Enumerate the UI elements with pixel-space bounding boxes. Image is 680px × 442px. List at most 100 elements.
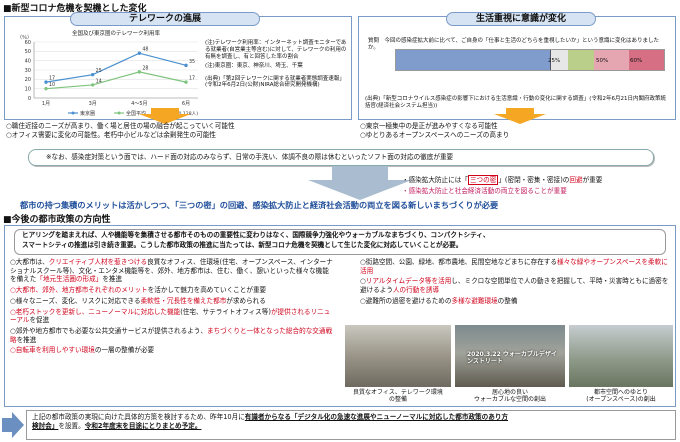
intro-text: ヒアリングを踏まえれば、人や機能等を集積させる都市そのものの重要性に変わりはなく…: [22, 231, 490, 250]
section1-title: ■新型コロナ危機を契機とした変化: [3, 4, 147, 14]
life-bar-seg-1: [396, 50, 552, 70]
policy-left-5: ○郊外や地方都市でも必要な公共交通サービスが提供されるよう、まちづくりと一体とな…: [10, 326, 333, 344]
chart-series-line: [45, 52, 187, 83]
life-bar-seg-3: [567, 50, 595, 70]
chart-title: 全国及び東京圏のテレワーク利用率: [72, 29, 161, 37]
chart-series-line: [45, 71, 187, 90]
intro-line-1: ヒアリングを踏まえれば、人や機能等を集積させる都市そのものの重要性に変わりはなく…: [22, 231, 490, 239]
telework-line-chart: 全国及び東京圏のテレワーク利用率 （％） 0 10 20 30 40 50 60 1月 3月 4〜5月…: [17, 29, 198, 117]
right-arrow-icon: [2, 412, 24, 438]
chart-point: [44, 86, 48, 91]
photo-caption-office-2: の整備: [388, 396, 407, 404]
chart-xtick-label: 4〜5月: [131, 101, 147, 107]
chart-ytick-label: 10: [25, 86, 31, 92]
life-bar-seg-2: [551, 50, 568, 70]
life-bar-label-25: 25%: [548, 58, 561, 64]
policy-right-1: ○街路空間、公園、緑地、都市農地、民間空地などまちに存在する様々な緑やオープンス…: [360, 258, 668, 275]
life-question: 質問 今回の感染症拡大前に比べて、ご自身の「仕事と生活のどちらを重視したいか」と…: [368, 38, 660, 51]
big-down-arrow-icon: [308, 166, 412, 200]
chart-ylabel: （％）: [17, 35, 32, 41]
chart-ytick-label: 40: [25, 58, 31, 64]
chart-point: [137, 51, 142, 55]
chart-legend-label: 東京圏: [80, 110, 95, 117]
chart-point: [90, 83, 95, 87]
photo-walkable: 2020.3.22 ウォーカブルデザインストリート: [455, 325, 565, 387]
photo-caption-office: 良質なオフィス、テレワーク環境 の整備: [345, 389, 451, 403]
chart-data-label: 28: [142, 65, 148, 71]
chart-data-label: 17: [189, 76, 195, 82]
down-arrow-left-icon: [139, 108, 191, 124]
chart-point: [137, 70, 142, 74]
life-bar-seg-5: [629, 50, 664, 70]
chart-point: [90, 72, 95, 77]
life-bar-seg-4: [594, 50, 630, 70]
right-point-2: ○ゆとりあるオープンスペースへのニーズの高まり: [360, 130, 510, 139]
chart-data-label: 10: [49, 82, 55, 88]
policy-panel: [4, 225, 676, 407]
photo-walkable-overlay: 2020.3.22 ウォーカブルデザインストリート: [467, 351, 557, 366]
down-arrow-right-icon: [494, 108, 546, 124]
policy-left: ○大都市は、クリエイティブ人材を惹きつける良質なオフィス、住環境(住宅、オープン…: [10, 258, 335, 355]
chart-xtick-label: 1月: [42, 101, 50, 107]
photo-caption-openspace-1: 都市空間へのゆとり: [593, 389, 648, 396]
chart-data-label: 14: [96, 78, 102, 84]
intro-line-2: スマートシティの推進は引き続き重要。こうした都市政策の推進に当たっては、新型コロ…: [22, 240, 463, 249]
life-bar: [395, 49, 665, 71]
photo-office: [345, 325, 451, 387]
photo-caption-walkable: 居心地の良い ウォーカブルな空間の創出: [455, 389, 565, 403]
telework-head: テレワークの進展: [70, 12, 260, 26]
policy-right-2: ○リアルタイムデータ等を活用し、ミクロな空間単位で人の動きを把握して、平時・災害…: [360, 277, 669, 295]
photo-caption-office-1: 良質なオフィス、テレワーク環境: [353, 389, 443, 396]
telework-chart: 全国及び東京圏のテレワーク利用率 （％） 0 10 20 30 40 50 60 1月 3月 4〜5月…: [8, 28, 206, 118]
bottom-box: [26, 410, 676, 440]
right-point-1: ○東京一極集中の是正が進みやすくなる可能性: [360, 122, 498, 130]
intro-box: [14, 229, 666, 255]
photo-caption-openspace-2: (オープンスペース)の創出: [586, 396, 656, 404]
chart-ytick-label: 20: [25, 77, 31, 83]
policy-left-3: ○様々なニーズ、変化、リスクに対応できる柔軟性・冗長性を備えた都市が求められる: [10, 296, 266, 305]
policy-left-1: ○大都市は、クリエイティブ人材を惹きつける良質なオフィス、住環境(住宅、オープン…: [10, 258, 333, 284]
left-point-2: ○オフィス需要に変化の可能性。老朽中小ビルなどは余剰発生の可能性: [6, 130, 217, 139]
policy-left-6: ○自転車を利用しやすい環境の一層の整備が必要: [10, 346, 155, 355]
life-source: (出典)「新型コロナウイルス感染症の影響下における生活意識・行動の変化に関する調…: [365, 96, 666, 109]
telework-notes: (注)テレワーク利用率：インターネット調査モニターである就業者(自営業主等含む)…: [205, 40, 349, 89]
arrow-point-2: ・感染拡大防止と社会経済活動の両立を図ることが重要: [402, 187, 567, 195]
bottom-line-1: 上記の都市政策の実現に向けた具体的方策を検討するため、昨年10月に有識者からなる…: [32, 413, 509, 421]
telework-panel: [4, 16, 352, 120]
chart-xtick-label: 6月: [182, 101, 190, 107]
chart-ytick-label: 50: [25, 49, 31, 55]
chart-point: [184, 63, 188, 68]
chart-data-label: 25: [96, 68, 102, 74]
section2-title: ■今後の都市政策の方向性: [3, 215, 111, 225]
note-box: [28, 149, 654, 166]
policy-right: ○街路空間、公園、緑地、都市農地、民間空地などまちに存在する様々な緑やオープンス…: [360, 258, 672, 306]
chart-legend-label: 全国平均: [126, 110, 146, 117]
chart-point: [44, 80, 48, 84]
headline: 都市の持つ集積のメリットは活かしつつ、「三つの密」の回避、感染拡大防止と経済社会…: [20, 200, 499, 210]
telework-note-3: (出典)「第2回テレワークに関する就業者実態調査速報」(令和2年6月2日(公財)…: [205, 75, 345, 89]
chart-ytick-label: 60: [25, 40, 31, 46]
policy-left-2: ○大都市、郊外、地方都市それぞれのメリットを活かして魅力を高めていくことが重要: [10, 286, 267, 295]
life-head: 生活重視に意識が変化: [446, 12, 596, 26]
photo-caption-openspace: 都市空間へのゆとり (オープンスペース)の創出: [569, 389, 673, 403]
life-bar-label-60: 60%: [630, 58, 643, 64]
policy-left-4: ○老朽ストックを更新し、ニューノーマルに対応した機能(住宅、サテライトオフィス等…: [10, 307, 331, 325]
policy-right-3: ○避難所の過密を避けるための多様な避難環境の整備: [360, 296, 518, 305]
chart-data-label: 17: [49, 76, 55, 82]
photo-caption-walkable-2: ウォーカブルな空間の創出: [473, 396, 546, 404]
bottom-text: 上記の都市政策の実現に向けた具体的方策を検討するため、昨年10月に有識者からなる…: [32, 413, 672, 430]
chart-xtick-label: 3月: [89, 101, 97, 107]
chart-legend-marker: [117, 111, 121, 115]
chart-data-label: 35: [189, 59, 195, 65]
note-text: ※なお、感染症対策という面では、ハード面の対応のみならず、日常の手洗い、体調不良…: [46, 153, 454, 161]
chart-point: [184, 80, 188, 84]
chart-ytick-label: 30: [25, 68, 31, 74]
left-points: ○職住近接のニーズが高まり、働く場と居住の場の融合が起こっていく可能性 ○オフィ…: [6, 122, 235, 139]
chart-ytick-label: 0: [28, 96, 31, 102]
photo-caption-walkable-1: 居心地の良い: [491, 389, 528, 396]
left-point-1: ○職住近接のニーズが高まり、働く場と居住の場の融合が起こっていく可能性: [6, 122, 235, 130]
chart-data-label: 48: [142, 47, 148, 53]
chart-legend-marker: [71, 111, 75, 115]
photo-openspace: [569, 325, 673, 387]
arrow-point-1: ・感染拡大防止には「三つの密」(密閉・密集・密接)の回避が重要: [402, 175, 603, 185]
